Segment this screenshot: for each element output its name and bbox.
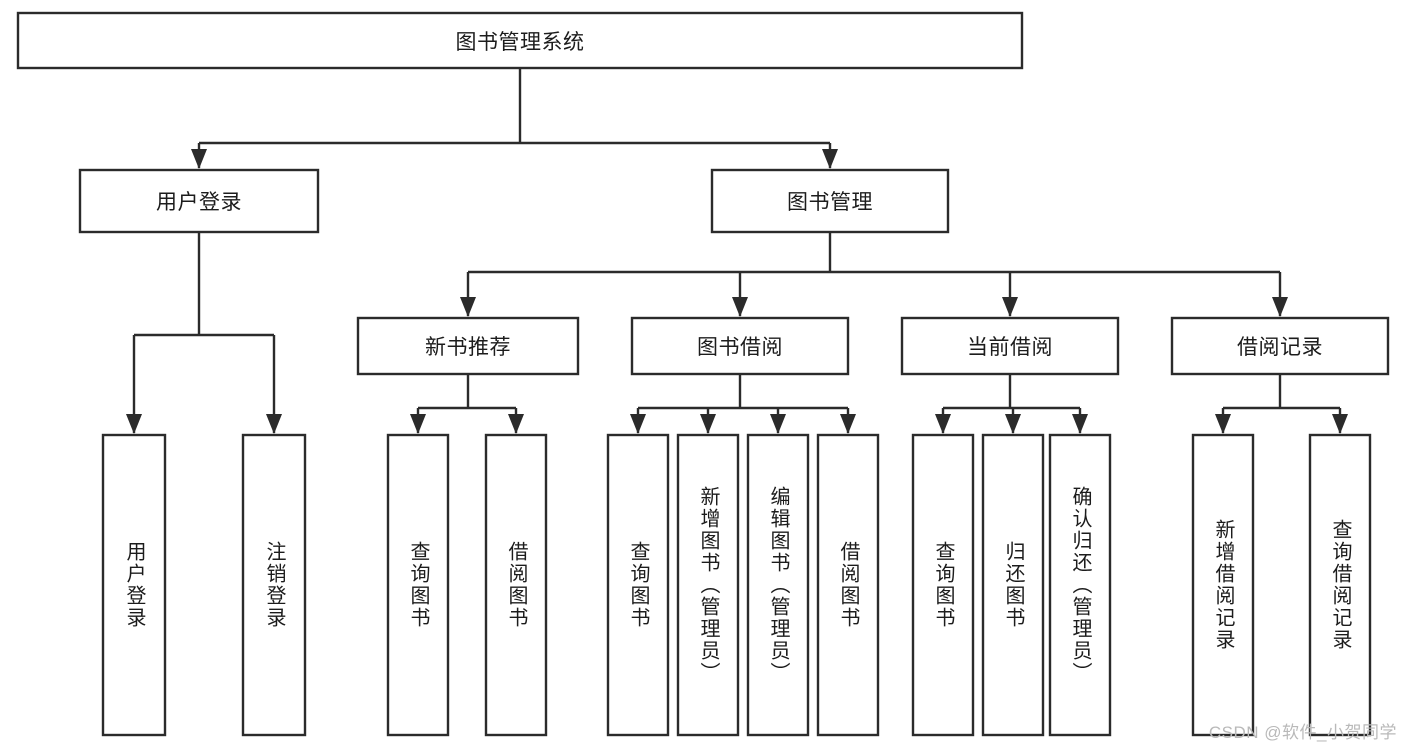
leaf-box-7[interactable] <box>816 433 880 737</box>
arrowhead-leaf-3-0 <box>935 414 951 434</box>
leaf-box-4[interactable] <box>606 433 670 737</box>
arrowhead-leaf-0-1 <box>266 414 282 434</box>
node-boxes <box>16 11 1390 737</box>
arrowhead-leaf-2-0 <box>630 414 646 434</box>
arrowhead-level3-1 <box>732 297 748 317</box>
arrowhead-level3-0 <box>460 297 476 317</box>
level2-box-1[interactable] <box>710 168 950 234</box>
arrowhead-leaf-1-1 <box>508 414 524 434</box>
watermark-text: CSDN @软件_小贺同学 <box>1208 723 1397 742</box>
leaf-box-0[interactable] <box>101 433 167 737</box>
arrowhead-level3-3 <box>1272 297 1288 317</box>
leaf-box-12[interactable] <box>1308 433 1372 737</box>
level3-box-0[interactable] <box>356 316 580 376</box>
arrowhead-leaf-1-0 <box>410 414 426 434</box>
leaf-box-8[interactable] <box>911 433 975 737</box>
arrowhead-leaf-0-0 <box>126 414 142 434</box>
arrowhead-level2-1 <box>822 149 838 169</box>
arrowhead-level2-0 <box>191 149 207 169</box>
leaf-box-3[interactable] <box>484 433 548 737</box>
arrowhead-leaf-2-2 <box>770 414 786 434</box>
arrowhead-leaf-2-1 <box>700 414 716 434</box>
level3-box-2[interactable] <box>900 316 1120 376</box>
arrowhead-leaf-4-0 <box>1215 414 1231 434</box>
arrowhead-level3-2 <box>1002 297 1018 317</box>
leaf-box-2[interactable] <box>386 433 450 737</box>
leaf-box-6[interactable] <box>746 433 810 737</box>
leaf-box-5[interactable] <box>676 433 740 737</box>
leaf-box-9[interactable] <box>981 433 1045 737</box>
root-box-0[interactable] <box>16 11 1024 70</box>
level3-box-3[interactable] <box>1170 316 1390 376</box>
leaf-box-11[interactable] <box>1191 433 1255 737</box>
arrowhead-leaf-2-3 <box>840 414 856 434</box>
arrowhead-leaf-3-2 <box>1072 414 1088 434</box>
leaf-box-1[interactable] <box>241 433 307 737</box>
connector-lines <box>126 68 1348 434</box>
arrowhead-leaf-4-1 <box>1332 414 1348 434</box>
level2-box-0[interactable] <box>78 168 320 234</box>
leaf-box-10[interactable] <box>1048 433 1112 737</box>
arrowhead-leaf-3-1 <box>1005 414 1021 434</box>
level3-box-1[interactable] <box>630 316 850 376</box>
